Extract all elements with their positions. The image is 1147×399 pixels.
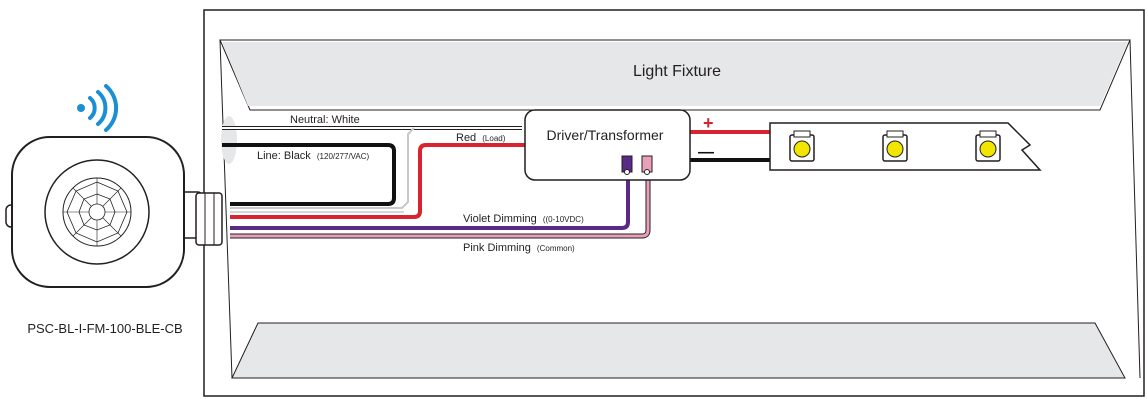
fixture-right-edge: [1129, 39, 1141, 379]
wireless-signal-icon: [77, 84, 119, 132]
red-wire-note: (Load): [482, 134, 505, 143]
fixture-left-edge: [219, 39, 233, 379]
line-wire-label: Line: Black: [257, 150, 311, 162]
wire-labels: Neutral: White Line: Black (120/277/VAC)…: [257, 114, 584, 254]
sensor-model-label: PSC-BL-I-FM-100-BLE-CB: [27, 321, 182, 336]
knockout-hole: [221, 116, 237, 164]
neutral-wire-drop: [230, 127, 415, 209]
conduit-fitting: [195, 192, 223, 246]
led-chip-3: [975, 130, 1001, 162]
pink-dimming-wire: [230, 172, 650, 238]
plus-sign: +: [703, 113, 714, 133]
line-wire-note: (120/277/VAC): [317, 152, 370, 161]
minus-sign: —: [698, 144, 714, 161]
fixture-bottom-panel: [231, 322, 1126, 379]
violet-wire-label-group: Violet Dimming ((0-10VDC): [463, 213, 584, 225]
wires: [222, 126, 770, 239]
driver-box: [524, 109, 691, 181]
light-fixture: Light Fixture: [203, 9, 1145, 397]
violet-dimming-wire: [230, 172, 630, 230]
red-wire-label: Red: [456, 132, 476, 144]
fixture-top-panel: [222, 42, 1128, 106]
occupancy-sensor: PSC-BL-I-FM-100-BLE-CB: [5, 84, 203, 336]
led-chip-2: [882, 130, 908, 162]
pink-wire-label: Pink Dimming: [463, 242, 531, 254]
red-load-wire: [230, 143, 525, 219]
pink-wire-note: (Common): [537, 244, 575, 253]
fixture-title: Light Fixture: [633, 63, 721, 80]
line-black-wire: [222, 143, 396, 206]
pink-wire-label-group: Pink Dimming (Common): [463, 242, 575, 254]
led-strip: [769, 122, 1042, 171]
sensor-lens-spokes: [63, 178, 131, 246]
red-wire-label-group: Red (Load): [456, 132, 506, 144]
conduit-nut: [195, 192, 223, 246]
driver-label: Driver/Transformer: [547, 127, 664, 143]
led-chip-1: [789, 130, 815, 162]
neutral-wire-label: Neutral: White: [290, 114, 360, 126]
violet-wire-label: Violet Dimming: [463, 213, 537, 225]
driver-transformer: Driver/Transformer + —: [524, 109, 714, 181]
line-wire-label-group: Line: Black (120/277/VAC): [257, 150, 370, 162]
violet-wire-note: ((0-10VDC): [543, 215, 584, 224]
